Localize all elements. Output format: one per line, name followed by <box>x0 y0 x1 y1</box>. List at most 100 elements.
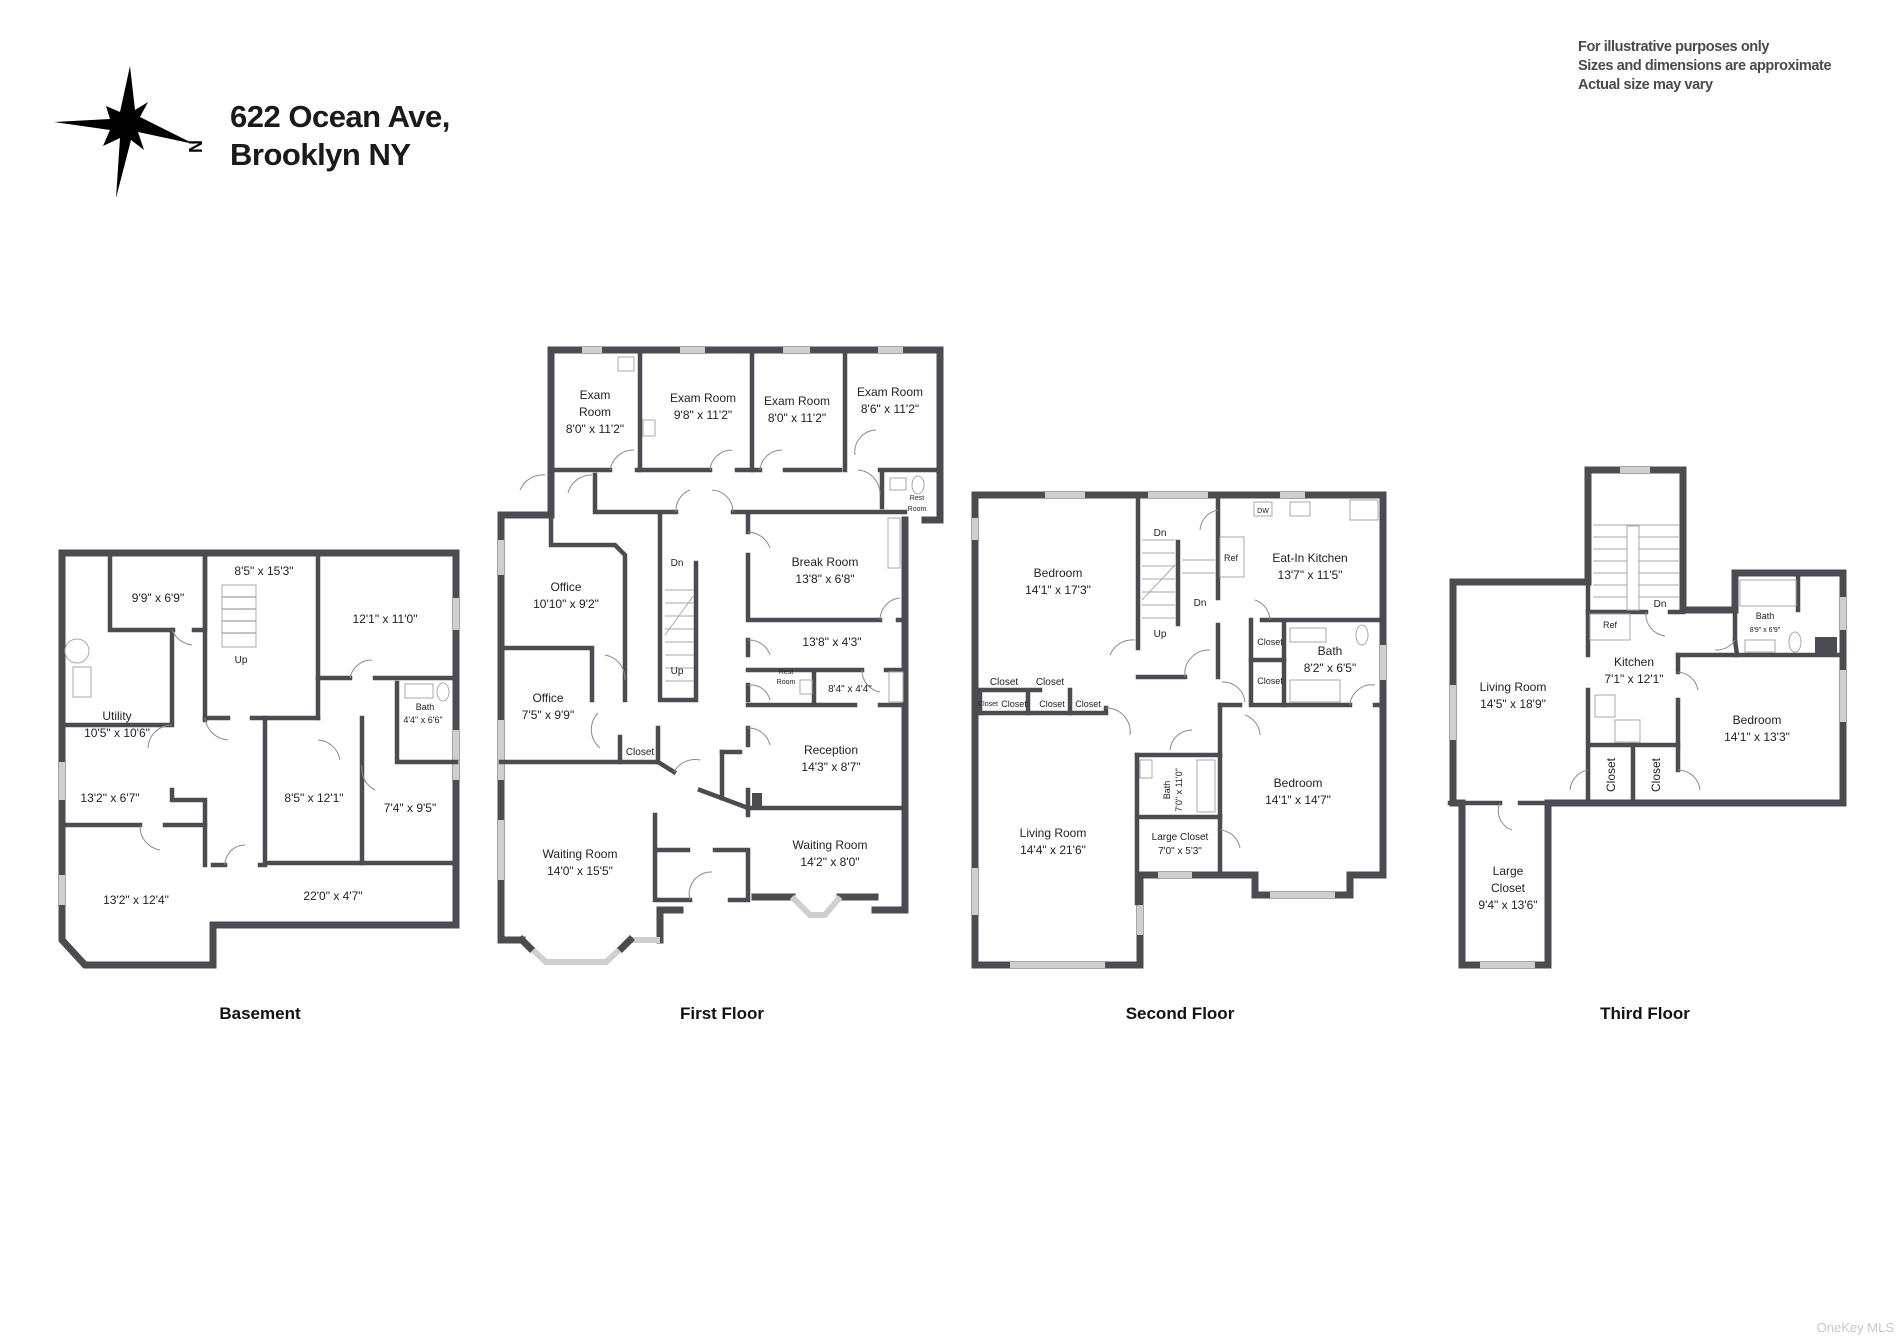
svg-text:13'8" x 4'3": 13'8" x 4'3" <box>802 635 861 649</box>
svg-text:Dn: Dn <box>671 558 684 569</box>
svg-text:7'4" x 9'5": 7'4" x 9'5" <box>384 801 436 815</box>
svg-text:8'5" x 15'3": 8'5" x 15'3" <box>234 564 293 578</box>
svg-text:13'8" x 6'8": 13'8" x 6'8" <box>795 572 854 586</box>
svg-text:Closet: Closet <box>1257 676 1283 686</box>
svg-text:Ref: Ref <box>1224 553 1239 563</box>
svg-text:13'2" x 12'4": 13'2" x 12'4" <box>103 893 169 907</box>
svg-text:7'0" x 5'3": 7'0" x 5'3" <box>1158 846 1202 857</box>
svg-text:Utility: Utility <box>102 709 131 723</box>
svg-text:14'1" x 14'7": 14'1" x 14'7" <box>1265 793 1331 807</box>
disclaimer-line-1: For illustrative purposes only <box>1578 39 1770 55</box>
disclaimer-line-3: Actual size may vary <box>1578 77 1713 93</box>
svg-text:Room: Room <box>579 405 611 419</box>
svg-text:Break Room: Break Room <box>792 555 859 569</box>
svg-text:22'0" x 4'7": 22'0" x 4'7" <box>303 889 362 903</box>
svg-text:14'5" x 18'9": 14'5" x 18'9" <box>1480 697 1546 711</box>
floor-label-first-floor: First Floor <box>679 1004 765 1023</box>
svg-text:Closet: Closet <box>1257 637 1283 647</box>
svg-text:14'2" x 8'0": 14'2" x 8'0" <box>800 855 859 869</box>
basement-plan: 9'9" x 6'9" 8'5" x 15'3" Up 12'1" x 11'0… <box>58 549 460 969</box>
first-floor-plan: Exam Room 8'0" x 11'2" Exam Room 9'8" x … <box>497 346 944 965</box>
svg-text:9'9" x 6'9": 9'9" x 6'9" <box>132 591 184 605</box>
svg-text:Living Room: Living Room <box>1480 680 1547 694</box>
svg-text:Waiting Room: Waiting Room <box>543 847 618 861</box>
svg-text:14'0" x 15'5": 14'0" x 15'5" <box>547 864 613 878</box>
svg-text:Room: Room <box>908 506 927 513</box>
watermark: OneKey MLS <box>1816 1320 1894 1335</box>
svg-text:Exam Room: Exam Room <box>764 394 830 408</box>
svg-text:Exam: Exam <box>580 388 611 402</box>
svg-text:14'1" x 17'3": 14'1" x 17'3" <box>1025 583 1091 597</box>
property-address: 622 Ocean Ave, Brooklyn NY <box>230 98 450 174</box>
svg-text:7'5" x 9'9": 7'5" x 9'9" <box>522 708 574 722</box>
svg-text:Large: Large <box>1493 864 1524 878</box>
svg-text:Bath: Bath <box>1318 644 1343 658</box>
svg-text:10'5" x 10'6": 10'5" x 10'6" <box>84 726 150 740</box>
svg-text:Closet: Closet <box>626 747 655 758</box>
svg-text:Up: Up <box>235 655 248 666</box>
svg-text:4'4" x 6'6": 4'4" x 6'6" <box>403 715 442 725</box>
svg-text:Closet: Closet <box>1001 699 1027 709</box>
svg-text:Bath: Bath <box>1162 781 1172 800</box>
disclaimer-line-2: Sizes and dimensions are approximate <box>1578 58 1832 74</box>
svg-text:Exam Room: Exam Room <box>670 391 736 405</box>
second-floor-plan: Bedroom 14'1" x 17'3" Dn Dn Up DW Ref Ea… <box>971 491 1387 969</box>
svg-text:8'2" x 6'5": 8'2" x 6'5" <box>1304 661 1356 675</box>
svg-text:13'7" x 11'5": 13'7" x 11'5" <box>1278 568 1343 582</box>
svg-text:7'1" x 12'1": 7'1" x 12'1" <box>1604 672 1663 686</box>
svg-text:8'5" x 12'1": 8'5" x 12'1" <box>284 791 343 805</box>
svg-text:9'8" x 11'2": 9'8" x 11'2" <box>674 408 732 422</box>
svg-text:Bath: Bath <box>1756 611 1775 621</box>
svg-text:Bath: Bath <box>416 702 435 712</box>
svg-text:8'0" x 11'2": 8'0" x 11'2" <box>768 411 826 425</box>
svg-text:Large Closet: Large Closet <box>1152 832 1209 843</box>
svg-text:14'4" x 21'6": 14'4" x 21'6" <box>1020 843 1086 857</box>
disclaimer: For illustrative purposes only Sizes and… <box>1578 38 1832 95</box>
svg-text:Closet: Closet <box>1039 699 1065 709</box>
third-floor-plan: Dn Ref Bath 8'9" x 6'9" Living Room 14'5… <box>1447 466 1847 969</box>
svg-text:8'0" x 11'2": 8'0" x 11'2" <box>566 422 624 436</box>
svg-text:Room: Room <box>777 679 796 686</box>
svg-text:Up: Up <box>671 666 684 677</box>
address-line-1: 622 Ocean Ave, <box>230 99 450 134</box>
svg-text:Office: Office <box>550 580 581 594</box>
svg-text:Closet: Closet <box>1649 757 1663 792</box>
svg-text:Dn: Dn <box>1154 528 1167 539</box>
svg-text:Closet: Closet <box>1491 881 1526 895</box>
floor-label-second-floor: Second Floor <box>1125 1004 1235 1023</box>
svg-text:Eat-In Kitchen: Eat-In Kitchen <box>1272 551 1347 565</box>
floor-label-basement: Basement <box>219 1004 301 1023</box>
svg-text:Closet: Closet <box>1604 757 1618 792</box>
svg-text:Dn: Dn <box>1654 599 1667 610</box>
svg-text:Living Room: Living Room <box>1020 826 1087 840</box>
svg-text:Office: Office <box>532 691 563 705</box>
svg-text:8'6" x 11'2": 8'6" x 11'2" <box>861 402 919 416</box>
svg-text:Bedroom: Bedroom <box>1034 566 1083 580</box>
svg-text:14'1" x 13'3": 14'1" x 13'3" <box>1724 730 1790 744</box>
svg-text:Reception: Reception <box>804 743 858 757</box>
svg-text:12'1" x 11'0": 12'1" x 11'0" <box>353 612 418 626</box>
svg-text:Bedroom: Bedroom <box>1733 713 1782 727</box>
svg-text:Closet: Closet <box>1075 699 1101 709</box>
svg-text:Up: Up <box>1154 629 1167 640</box>
svg-text:13'2" x 6'7": 13'2" x 6'7" <box>80 791 139 805</box>
svg-text:8'9" x 6'9": 8'9" x 6'9" <box>1750 627 1781 634</box>
svg-text:Ref: Ref <box>1603 620 1618 630</box>
svg-text:7'0" x 11'0": 7'0" x 11'0" <box>1174 768 1184 812</box>
compass-north-arrow-icon <box>54 66 194 198</box>
svg-text:10'10" x 9'2": 10'10" x 9'2" <box>533 597 599 611</box>
svg-text:Bedroom: Bedroom <box>1274 776 1323 790</box>
floor-label-third-floor: Third Floor <box>1600 1004 1690 1023</box>
svg-text:DW: DW <box>1257 508 1269 515</box>
svg-text:Closet: Closet <box>1036 677 1065 688</box>
address-line-2: Brooklyn NY <box>230 137 411 172</box>
svg-text:Kitchen: Kitchen <box>1614 655 1654 669</box>
svg-text:Closet: Closet <box>978 701 998 708</box>
svg-text:Rest: Rest <box>779 669 793 676</box>
svg-text:Dn: Dn <box>1194 598 1207 609</box>
svg-text:Closet: Closet <box>990 677 1019 688</box>
svg-text:14'3" x 8'7": 14'3" x 8'7" <box>801 760 860 774</box>
svg-text:Waiting Room: Waiting Room <box>793 838 868 852</box>
svg-text:Exam Room: Exam Room <box>857 385 923 399</box>
